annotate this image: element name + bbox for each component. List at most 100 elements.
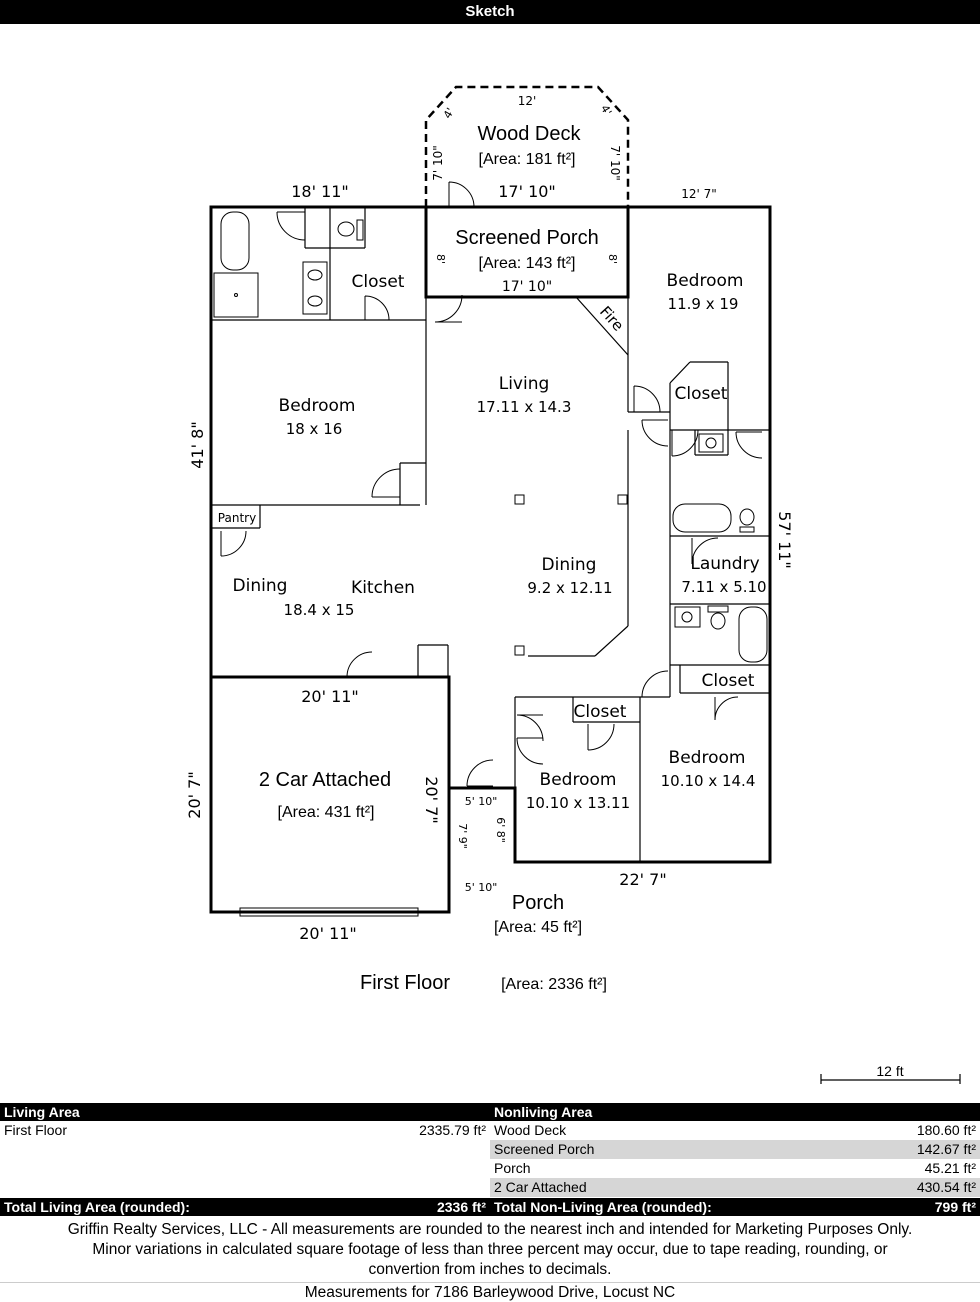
nonliving-area-total: Total Non-Living Area (rounded): 799 ft²	[490, 1198, 980, 1216]
address-line: Measurements for 7186 Barleywood Drive, …	[0, 1282, 980, 1302]
screened-porch-title: Screened Porch	[455, 227, 598, 249]
row-label: Porch	[494, 1160, 531, 1176]
screened-porch-dim-bottom: 17' 10"	[502, 279, 552, 295]
row-label: Wood Deck	[494, 1122, 567, 1138]
row-label: 2 Car Attached	[494, 1179, 587, 1195]
column-icon	[514, 494, 525, 505]
fixtures	[213, 211, 768, 917]
toilet-icon	[710, 612, 726, 630]
row-value: 2335.79 ft²	[419, 1122, 486, 1138]
shower-icon	[213, 272, 259, 318]
floor-plan: 12' 4' 4' Wood Deck [Area: 181 ft²] 7' 1…	[185, 85, 961, 1084]
bedroom-s-name: Bedroom	[540, 770, 617, 790]
sketch-title: Sketch	[465, 3, 515, 20]
screened-porch-dim-left: 8'	[434, 254, 447, 264]
scale-label: 12 ft	[876, 1063, 903, 1079]
toilet-icon	[337, 221, 355, 237]
kitchen-name: Kitchen	[351, 578, 415, 598]
interior-walls	[211, 207, 770, 862]
row-label: Screened Porch	[494, 1141, 595, 1157]
laundry-name: Laundry	[690, 554, 759, 574]
table-row: Porch 45.21 ft²	[490, 1159, 980, 1178]
bedroom-se-name: Bedroom	[669, 748, 746, 768]
screened-porch-dim-right: 8'	[606, 254, 619, 264]
exterior-walls	[209, 205, 772, 914]
row-value: 430.54 ft²	[916, 1179, 976, 1195]
floor-title: First Floor	[360, 972, 450, 994]
wood-deck-dim-top: 12'	[518, 94, 537, 108]
dim-bottom-right: 22' 7"	[619, 870, 666, 889]
bedroom-ne-name: Bedroom	[667, 271, 744, 291]
dim-top-right: 12' 7"	[681, 187, 717, 201]
porch-title: Porch	[512, 892, 564, 914]
wood-deck-outline	[424, 85, 630, 207]
scale-bar	[820, 1074, 961, 1084]
dim-left: 41' 8"	[188, 421, 207, 468]
screened-porch-area: [Area: 143 ft²]	[479, 255, 576, 272]
living-area-header: Living Area	[0, 1103, 490, 1121]
disclaimer-line: Griffin Realty Services, LLC - All measu…	[67, 1221, 913, 1238]
nonliving-area-header: Nonliving Area	[490, 1103, 980, 1121]
bedroom-s-size: 10.10 x 13.11	[526, 794, 630, 812]
closet-s-label: Closet	[574, 702, 627, 722]
disclaimer-line: convertion from inches to decimals.	[368, 1261, 612, 1278]
dining-c-size: 9.2 x 12.11	[527, 579, 612, 597]
table-row: 2 Car Attached 430.54 ft²	[490, 1178, 980, 1197]
bedroom-ne-size: 11.9 x 19	[668, 295, 739, 313]
bathtub-icon	[672, 503, 732, 533]
garage-door-icon	[239, 907, 419, 917]
living-area-total: Total Living Area (rounded): 2336 ft²	[0, 1198, 490, 1216]
living-area-table: Living Area First Floor 2335.79 ft² Tota…	[0, 1103, 490, 1216]
living-name: Living	[499, 374, 550, 394]
garage-dim-bottom: 20' 11"	[299, 924, 357, 943]
fireplace-label: Fire	[596, 303, 627, 335]
sink-icon	[698, 433, 724, 453]
bathtub-icon	[738, 606, 768, 663]
row-value: 180.60 ft²	[916, 1122, 976, 1138]
wood-deck-dim-diag-left: 4'	[441, 106, 457, 121]
wood-deck-dim-bottom: 17' 10"	[498, 182, 556, 201]
garage-dim-left: 20' 7"	[185, 771, 204, 818]
pantry-label: Pantry	[218, 511, 256, 525]
table-row: Screened Porch 142.67 ft²	[490, 1140, 980, 1159]
dim-top-left: 18' 11"	[291, 182, 349, 201]
garage-area: [Area: 431 ft²]	[278, 804, 375, 821]
garage-title: 2 Car Attached	[259, 769, 391, 791]
living-size: 17.11 x 14.3	[477, 398, 572, 416]
column-icon	[514, 645, 525, 656]
table-row: Wood Deck 180.60 ft²	[490, 1121, 980, 1140]
porch-dim-bottom: 5' 10"	[465, 881, 498, 894]
plan-labels: 12' 4' 4' Wood Deck [Area: 181 ft²] 7' 1…	[185, 94, 904, 1079]
table-row: First Floor 2335.79 ft²	[0, 1121, 490, 1140]
porch-dim-left: 7' 9"	[456, 823, 469, 849]
row-value: 45.21 ft²	[924, 1160, 976, 1176]
bathtub-icon	[220, 211, 250, 271]
row-value: 142.67 ft²	[916, 1141, 976, 1157]
total-label: Total Non-Living Area (rounded):	[494, 1199, 712, 1215]
dim-right: 57' 11"	[775, 511, 794, 569]
door-swings	[220, 181, 763, 787]
garage-dim-top: 20' 11"	[301, 687, 359, 706]
row-label: First Floor	[4, 1122, 67, 1138]
dining-w-label: Dining	[233, 576, 288, 596]
wood-deck-title: Wood Deck	[477, 123, 581, 145]
total-value: 799 ft²	[934, 1199, 976, 1215]
bedroom-se-size: 10.10 x 14.4	[661, 772, 756, 790]
porch-dim-top: 5' 10"	[465, 795, 498, 808]
column-icon	[617, 494, 628, 505]
disclaimer: Griffin Realty Services, LLC - All measu…	[0, 1220, 980, 1280]
total-label: Total Living Area (rounded):	[4, 1199, 190, 1215]
wood-deck-dim-diag-right: 4'	[598, 103, 614, 118]
laundry-size: 7.11 x 5.10	[681, 578, 766, 596]
closet-top-label: Closet	[352, 272, 405, 292]
sketch-title-bar: Sketch	[0, 0, 980, 24]
floor-area: [Area: 2336 ft²]	[501, 976, 607, 993]
sink-icon	[674, 606, 701, 628]
disclaimer-line: Minor variations in calculated square fo…	[92, 1241, 888, 1258]
wood-deck-area: [Area: 181 ft²]	[479, 151, 576, 168]
sink-icon	[302, 261, 328, 315]
bedroom-w-size: 18 x 16	[286, 420, 343, 438]
bedroom-w-name: Bedroom	[279, 396, 356, 416]
garage-dim-right: 20' 7"	[422, 776, 441, 823]
nonliving-area-table: Nonliving Area Wood Deck 180.60 ft² Scre…	[490, 1103, 980, 1216]
